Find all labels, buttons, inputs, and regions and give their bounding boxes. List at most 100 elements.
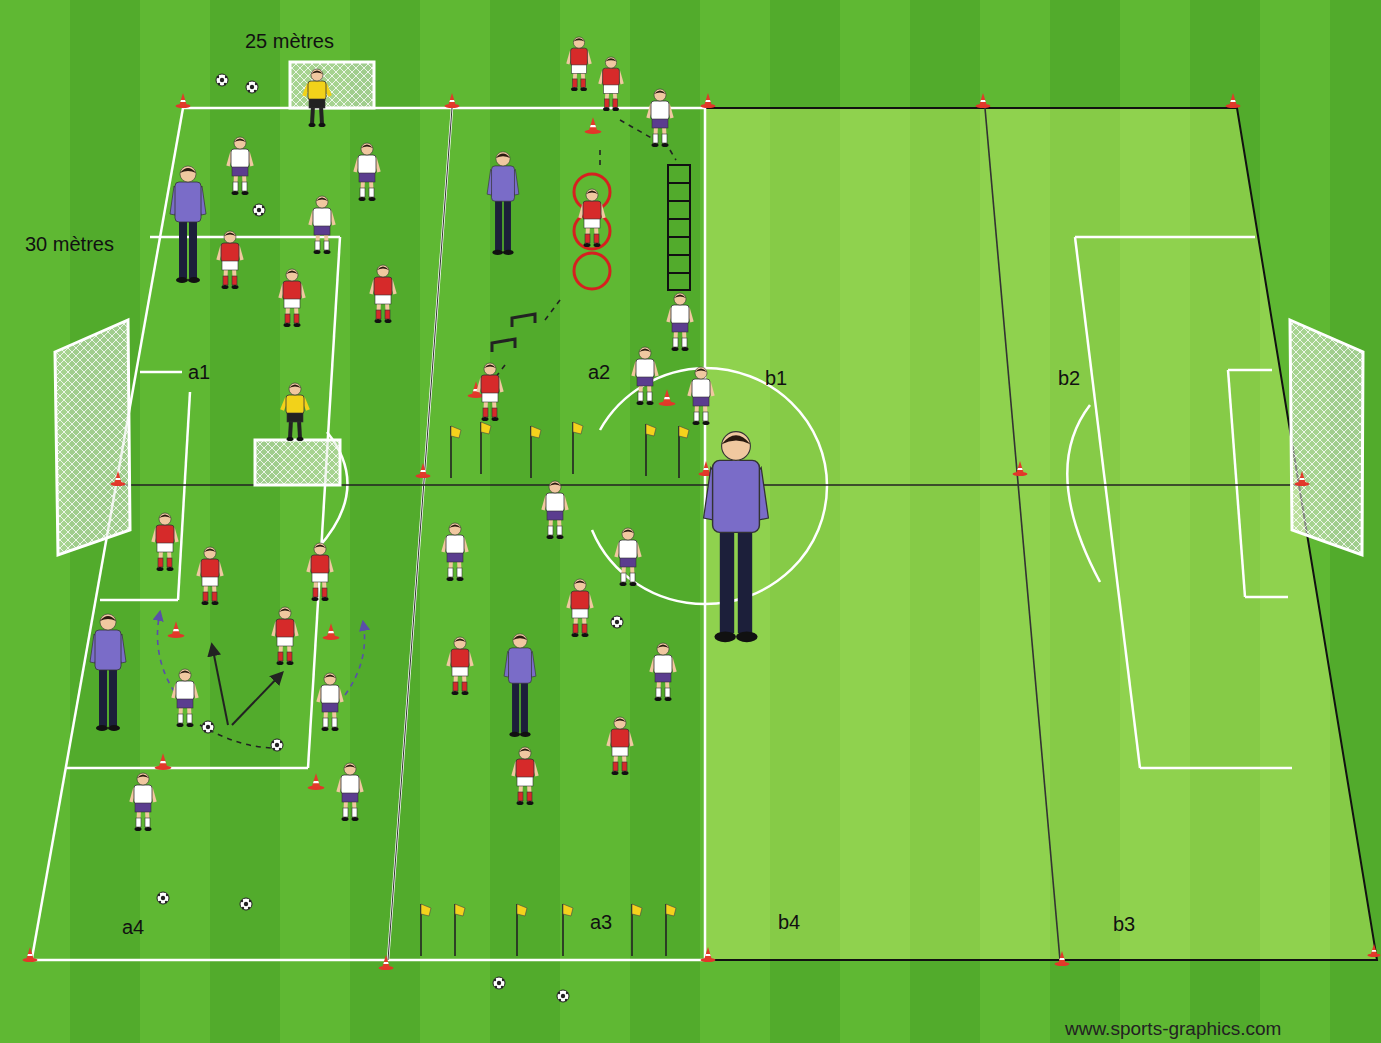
cone	[1295, 471, 1310, 486]
cone	[701, 93, 716, 108]
cone	[445, 93, 460, 108]
player-red	[513, 747, 537, 805]
flag	[455, 904, 465, 956]
flag	[573, 422, 583, 474]
zone-label: b4	[778, 911, 800, 934]
player-red	[198, 547, 222, 605]
player-white	[616, 528, 640, 586]
cone	[701, 947, 716, 962]
cone	[1013, 461, 1028, 476]
coach	[504, 634, 536, 737]
watermark: www.sports-graphics.com	[1065, 1018, 1281, 1040]
ball	[202, 721, 214, 733]
flag	[679, 426, 689, 478]
cone	[585, 117, 602, 134]
cone	[111, 471, 126, 486]
cone	[416, 463, 431, 478]
cone	[1055, 951, 1070, 966]
zone-label: b3	[1113, 913, 1135, 936]
player-white	[318, 673, 342, 731]
player-white	[651, 643, 675, 701]
player-red	[568, 579, 592, 637]
flag	[531, 426, 541, 478]
pitch-lines	[30, 108, 1292, 960]
player-red	[273, 607, 297, 665]
flag	[646, 424, 656, 476]
ball	[246, 81, 258, 93]
player-red	[308, 543, 332, 601]
zone-label: a4	[122, 916, 144, 939]
player-red	[448, 637, 472, 695]
player-red	[580, 189, 604, 247]
coach	[90, 614, 126, 731]
goalkeeper	[304, 69, 330, 127]
balls	[157, 74, 623, 1002]
cone	[155, 753, 172, 770]
player-white	[633, 347, 657, 405]
drill-equipment	[492, 120, 690, 378]
flag	[451, 426, 461, 478]
cone	[1226, 93, 1241, 108]
right-half-zone	[705, 108, 1377, 960]
player-red	[568, 37, 590, 91]
ball	[216, 74, 228, 86]
coach	[487, 152, 519, 255]
player-white	[131, 773, 155, 831]
zone-label: a2	[588, 361, 610, 384]
cones	[23, 93, 1381, 970]
flags	[421, 422, 689, 956]
cone	[323, 623, 340, 640]
cone	[176, 93, 191, 108]
flag	[563, 904, 573, 956]
player-red	[218, 231, 242, 289]
flag	[632, 904, 642, 956]
player-white	[689, 367, 713, 425]
ball	[611, 616, 623, 628]
flag	[421, 904, 431, 956]
cone	[308, 773, 325, 790]
cone	[379, 955, 394, 970]
passing-arrows	[158, 612, 365, 748]
goalkeeper	[282, 383, 308, 441]
cone	[23, 947, 38, 962]
flag	[517, 904, 527, 956]
cone	[1367, 944, 1380, 957]
player-red	[478, 363, 502, 421]
zone-label: b2	[1058, 367, 1080, 390]
zone-dividers	[118, 108, 1302, 960]
dimension-label: 25 mètres	[245, 30, 334, 53]
ball	[253, 204, 265, 216]
player-red	[280, 269, 304, 327]
players	[131, 37, 713, 831]
ball	[157, 892, 169, 904]
zone-label: a1	[188, 361, 210, 384]
ball	[271, 739, 283, 751]
cone	[168, 621, 185, 638]
player-red	[153, 513, 177, 571]
cone	[976, 93, 991, 108]
zone-label: b1	[765, 367, 787, 390]
player-white	[338, 763, 362, 821]
player-red	[608, 717, 632, 775]
dimension-label: 30 mètres	[25, 233, 114, 256]
ball	[493, 977, 505, 989]
player-white	[173, 669, 197, 727]
flag	[481, 422, 491, 474]
player-white	[228, 137, 252, 195]
ball	[240, 898, 252, 910]
player-red	[600, 57, 622, 111]
coach	[170, 166, 206, 283]
player-white	[355, 143, 379, 201]
player-white	[668, 293, 692, 351]
flag	[666, 904, 676, 956]
player-white	[310, 196, 334, 254]
zone-label: a3	[590, 911, 612, 934]
player-white	[648, 89, 672, 147]
cone	[659, 389, 676, 406]
player-white	[443, 523, 467, 581]
coaches	[90, 152, 768, 737]
ball	[557, 990, 569, 1002]
